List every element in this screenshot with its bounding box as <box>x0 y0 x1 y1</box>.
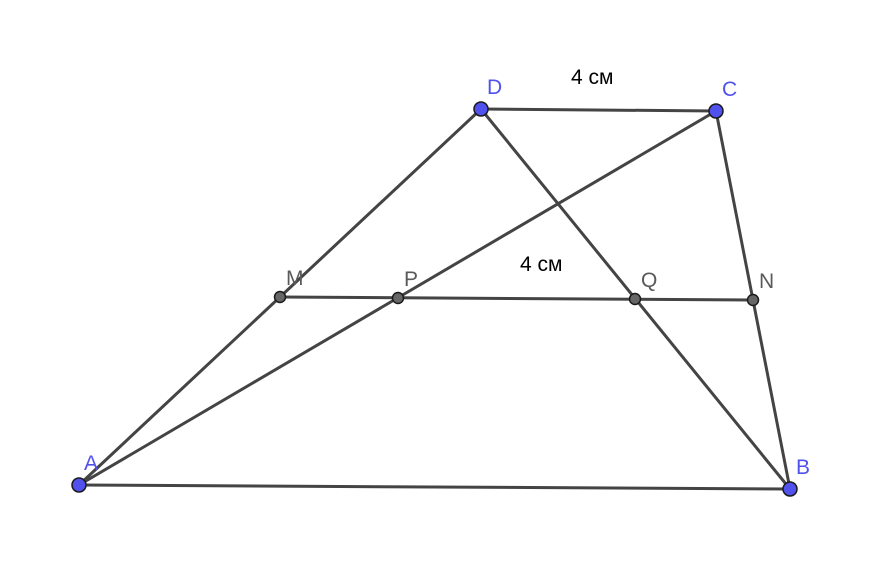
measurements: 4 см 4 см <box>520 66 613 276</box>
point-m <box>273 290 287 304</box>
point-d <box>473 101 489 117</box>
label-m: M <box>286 267 304 290</box>
points <box>71 101 798 497</box>
point-q <box>628 292 642 306</box>
point-c <box>708 103 724 119</box>
label-a: A <box>84 452 98 475</box>
label-c: C <box>722 78 737 101</box>
label-q: Q <box>641 269 657 292</box>
label-n: N <box>759 270 774 293</box>
point-labels: A B C D M N P Q <box>84 76 810 479</box>
label-p: P <box>404 268 418 291</box>
segment-ab <box>77 483 792 491</box>
label-b: B <box>796 456 810 479</box>
label-d: D <box>487 76 502 99</box>
point-a <box>71 477 87 493</box>
measurement-dc: 4 см <box>571 66 613 89</box>
point-n <box>746 293 760 307</box>
segments <box>77 107 792 491</box>
segment-mn <box>278 295 755 302</box>
point-b <box>782 481 798 497</box>
point-p <box>391 291 405 305</box>
measurement-pq: 4 см <box>520 253 562 276</box>
segment-dc <box>479 107 718 113</box>
